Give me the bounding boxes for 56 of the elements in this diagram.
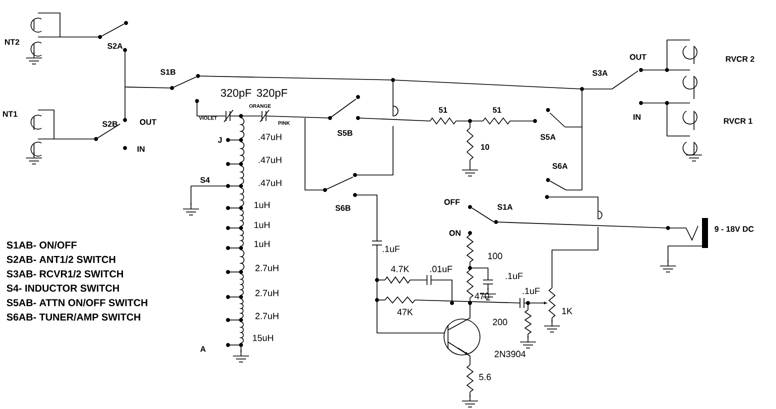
value-label: .01uF: [430, 266, 452, 272]
part-label: RVCR 1: [724, 118, 752, 124]
value-label: .47uH: [258, 156, 282, 164]
part-label: IN: [634, 114, 640, 120]
switch-legend-note: S4- INDUCTOR SWITCH: [6, 284, 119, 292]
part-label: 10: [481, 144, 490, 150]
value-label: 1K: [562, 308, 572, 314]
value-label: 47K: [397, 308, 413, 316]
value-label: 100: [488, 252, 502, 260]
value-label: 4.7K: [390, 266, 410, 272]
value-label: 2.7uH: [255, 312, 278, 320]
value-label: 2.7uH: [255, 290, 278, 296]
part-label: J: [218, 137, 222, 143]
switch-legend-note: S6AB- TUNER/AMP SWITCH: [6, 313, 140, 321]
part-label: IN: [138, 146, 144, 152]
value-label: 470: [474, 292, 490, 300]
part-label: OUT: [630, 54, 646, 60]
part-label: OFF: [444, 199, 460, 205]
part-label: 51: [438, 107, 448, 113]
value-label: 2N3904: [494, 350, 526, 358]
switch-legend-note: S2AB- ANT1/2 SWITCH: [6, 256, 116, 264]
value-label: 5.6: [479, 374, 491, 380]
part-label: S3A: [592, 70, 608, 76]
part-label: 51: [492, 107, 502, 113]
value-label: .1uF: [522, 288, 540, 294]
part-label: 9 - 18V DC: [714, 226, 754, 232]
value-label: 1uH: [254, 202, 270, 208]
value-label: .47uH: [258, 134, 282, 140]
part-label: S1A: [497, 204, 513, 210]
part-label: A: [200, 346, 206, 352]
switch-legend-note: S5AB- ATTN ON/OFF SWITCH: [6, 298, 148, 306]
value-label: 320pF: [220, 89, 252, 99]
part-label: NT2: [5, 39, 20, 45]
value-label: 200: [492, 318, 508, 326]
part-label: RVCR 2: [726, 56, 754, 62]
part-label: S6A: [552, 163, 568, 169]
part-label: S4: [200, 177, 210, 183]
part-label: NT1: [3, 111, 18, 117]
value-label: .1uF: [506, 272, 523, 280]
part-label: S5A: [540, 134, 556, 140]
part-label: S2B: [102, 121, 118, 127]
switch-legend-note: S1AB- ON/OFF: [6, 241, 77, 249]
switch-legend-note: S3AB- RCVR1/2 SWITCH: [6, 270, 123, 278]
part-label: S5B: [337, 130, 352, 136]
value-label: 15uH: [252, 334, 274, 342]
value-label: 320pF: [256, 89, 288, 99]
part-label: S2A: [107, 43, 123, 49]
value-label: 2.7uH: [255, 264, 278, 272]
part-label: S1B: [160, 69, 176, 75]
value-label: 1uH: [254, 222, 270, 228]
value-label: 1uH: [254, 240, 270, 248]
value-label: .47uH: [258, 180, 282, 186]
part-label: S6B: [335, 205, 350, 211]
part-label: OUT: [140, 119, 156, 125]
part-label: ON: [449, 230, 460, 236]
value-label: .1uF: [382, 246, 400, 252]
